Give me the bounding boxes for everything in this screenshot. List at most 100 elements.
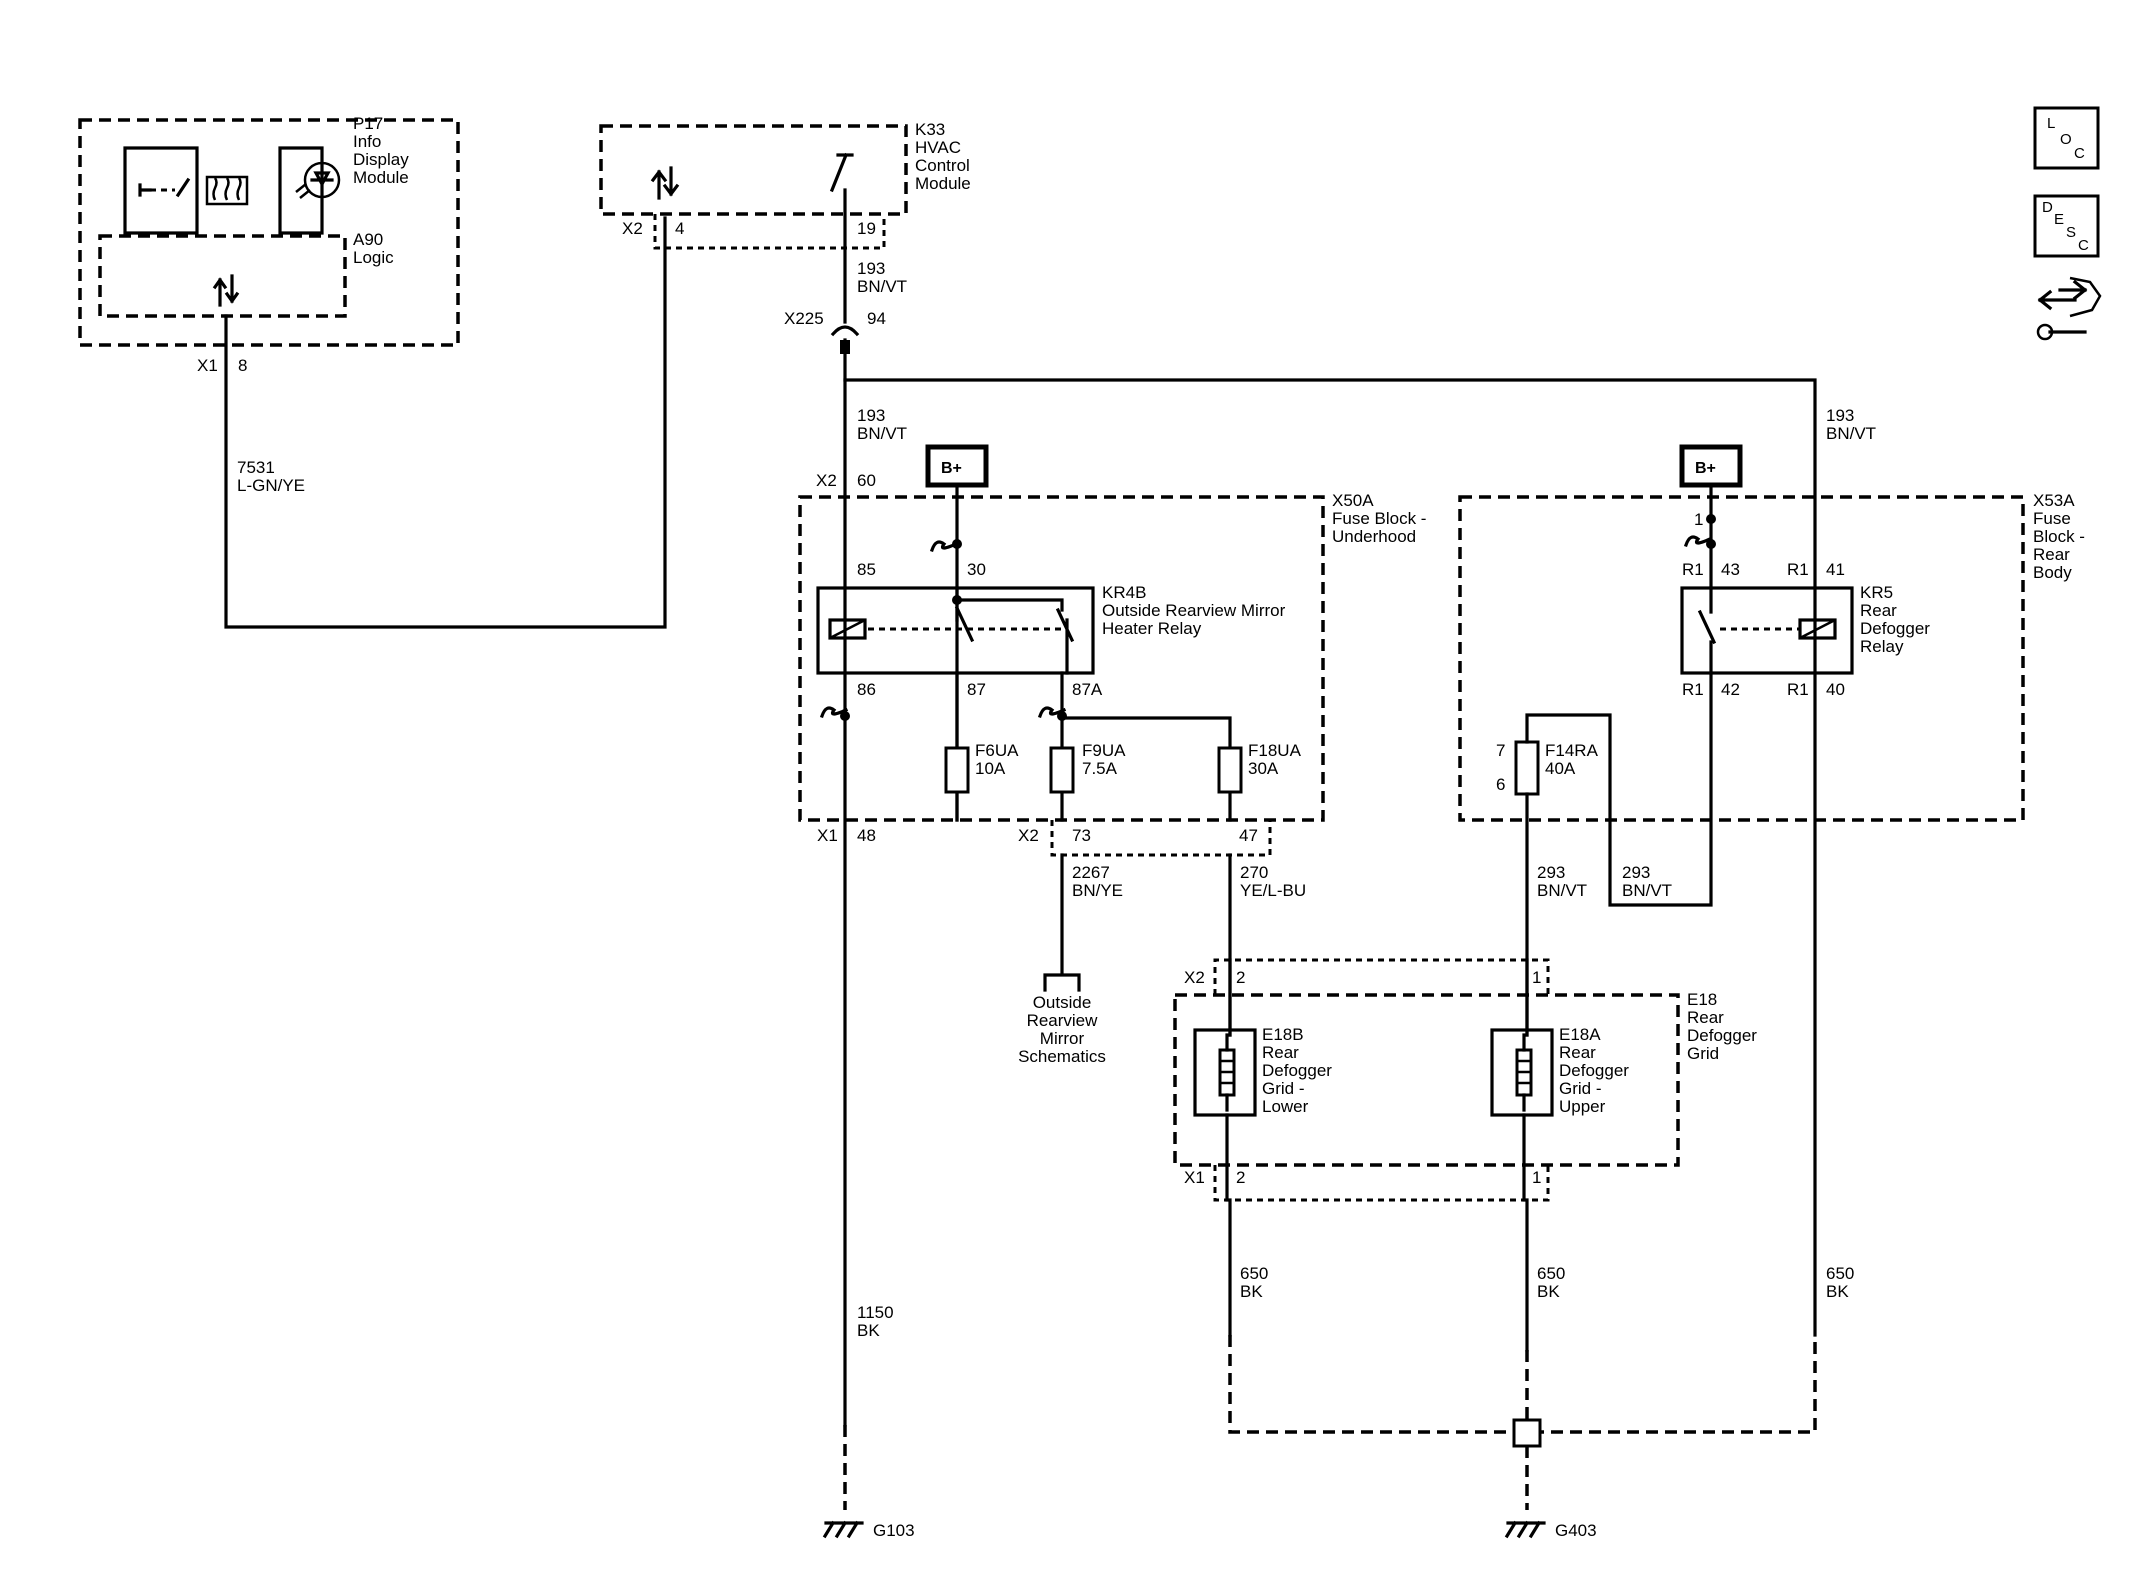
svg-text:Grid: Grid <box>1687 1044 1719 1063</box>
svg-text:2: 2 <box>1236 1168 1245 1187</box>
svg-text:Rear: Rear <box>1262 1043 1299 1062</box>
ground-g403-icon: G403 <box>1504 1446 1597 1540</box>
svg-text:Body: Body <box>2033 563 2072 582</box>
wire-293: 293 BN/VT 293 BN/VT <box>1525 671 1713 1037</box>
svg-text:4: 4 <box>675 219 684 238</box>
svg-text:2267: 2267 <box>1072 863 1110 882</box>
svg-text:Info: Info <box>353 132 381 151</box>
desc-icon[interactable]: D E S C <box>2033 194 2100 258</box>
svg-text:193: 193 <box>857 406 885 425</box>
svg-text:B+: B+ <box>1695 460 1716 477</box>
svg-text:X2: X2 <box>1184 968 1205 987</box>
svg-text:X2: X2 <box>816 471 837 490</box>
svg-text:X225: X225 <box>784 309 824 328</box>
x53a-fuse-block-rear-body: X53A Fuse Block - Rear Body B+ 1 KR5 Rea… <box>1458 444 2085 822</box>
svg-text:E18: E18 <box>1687 990 1717 1009</box>
svg-text:F9UA: F9UA <box>1082 741 1126 760</box>
svg-text:C: C <box>2074 145 2085 162</box>
svg-text:7.5A: 7.5A <box>1082 759 1118 778</box>
svg-text:S: S <box>2066 224 2076 241</box>
svg-text:Fuse Block -: Fuse Block - <box>1332 509 1426 528</box>
svg-text:Underhood: Underhood <box>1332 527 1416 546</box>
svg-text:Mirror: Mirror <box>1040 1029 1085 1048</box>
svg-text:Grid -: Grid - <box>1262 1079 1305 1098</box>
svg-text:C: C <box>2078 237 2089 254</box>
svg-text:BK: BK <box>1826 1282 1849 1301</box>
x50a-fuse-block-underhood: X50A Fuse Block - Underhood X2 60 X1 48 … <box>798 444 1426 857</box>
svg-text:Rear: Rear <box>1559 1043 1596 1062</box>
svg-text:F18UA: F18UA <box>1248 741 1302 760</box>
svg-text:40: 40 <box>1826 680 1845 699</box>
svg-text:87: 87 <box>967 680 986 699</box>
svg-text:X2: X2 <box>1018 826 1039 845</box>
svg-text:Defogger: Defogger <box>1559 1061 1629 1080</box>
svg-text:48: 48 <box>857 826 876 845</box>
svg-text:650: 650 <box>1240 1264 1268 1283</box>
svg-text:R1: R1 <box>1682 560 1704 579</box>
svg-text:E18A: E18A <box>1559 1025 1601 1044</box>
svg-text:E: E <box>2054 211 2064 228</box>
svg-text:85: 85 <box>857 560 876 579</box>
svg-text:Outside: Outside <box>1033 993 1092 1012</box>
k33-hvac-control-module: K33 HVAC Control Module X2 4 19 <box>599 120 971 250</box>
svg-text:73: 73 <box>1072 826 1091 845</box>
svg-text:293: 293 <box>1537 863 1565 882</box>
wire-1150: 1150 BK <box>843 1303 894 1510</box>
connector-wrench-icon[interactable] <box>2036 276 2102 341</box>
svg-text:Defogger: Defogger <box>1262 1061 1332 1080</box>
svg-text:KR5: KR5 <box>1860 583 1893 602</box>
svg-text:650: 650 <box>1826 1264 1854 1283</box>
svg-text:F6UA: F6UA <box>975 741 1019 760</box>
svg-text:Rear: Rear <box>2033 545 2070 564</box>
svg-text:293: 293 <box>1622 863 1650 882</box>
battery-positive-icon-left: B+ <box>925 444 989 488</box>
wire-7531: 7531 L-GN/YE <box>224 216 667 629</box>
svg-text:BN/VT: BN/VT <box>1826 424 1876 443</box>
svg-text:YE/L-BU: YE/L-BU <box>1240 881 1306 900</box>
svg-text:B+: B+ <box>941 460 962 477</box>
svg-text:G103: G103 <box>873 1521 915 1540</box>
svg-text:193: 193 <box>857 259 885 278</box>
svg-text:L: L <box>2047 115 2055 132</box>
wire-650: 650 BK 650 BK 650 BK <box>1228 1198 1854 1448</box>
svg-text:X50A: X50A <box>1332 491 1374 510</box>
wire-270: 270 YE/L-BU <box>1228 853 1306 1037</box>
svg-text:L-GN/YE: L-GN/YE <box>237 476 305 495</box>
svg-text:1: 1 <box>1532 1168 1541 1187</box>
svg-text:P17: P17 <box>353 114 383 133</box>
svg-text:BN/YE: BN/YE <box>1072 881 1123 900</box>
svg-text:30: 30 <box>967 560 986 579</box>
svg-text:Outside Rearview Mirror: Outside Rearview Mirror <box>1102 601 1286 620</box>
svg-text:41: 41 <box>1826 560 1845 579</box>
svg-text:R1: R1 <box>1787 560 1809 579</box>
ground-g103-icon: G103 <box>822 1520 915 1540</box>
svg-text:60: 60 <box>857 471 876 490</box>
svg-text:Upper: Upper <box>1559 1097 1606 1116</box>
svg-text:X53A: X53A <box>2033 491 2075 510</box>
e18-rear-defogger-grid: E18 Rear Defogger Grid X2 2 1 X1 2 1 E18… <box>1173 958 1757 1202</box>
svg-text:F14RA: F14RA <box>1545 741 1599 760</box>
svg-text:BK: BK <box>1240 1282 1263 1301</box>
loc-icon[interactable]: L O C <box>2033 106 2100 170</box>
svg-text:BK: BK <box>1537 1282 1560 1301</box>
svg-text:HVAC: HVAC <box>915 138 961 157</box>
svg-text:X2: X2 <box>622 219 643 238</box>
svg-text:Fuse: Fuse <box>2033 509 2071 528</box>
svg-text:Rearview: Rearview <box>1027 1011 1099 1030</box>
svg-text:86: 86 <box>857 680 876 699</box>
svg-text:43: 43 <box>1721 560 1740 579</box>
svg-text:7531: 7531 <box>237 458 275 477</box>
svg-text:BN/VT: BN/VT <box>1537 881 1587 900</box>
svg-text:87A: 87A <box>1072 680 1103 699</box>
svg-text:Block -: Block - <box>2033 527 2085 546</box>
svg-text:BK: BK <box>857 1321 880 1340</box>
svg-text:650: 650 <box>1537 1264 1565 1283</box>
svg-text:Schematics: Schematics <box>1018 1047 1106 1066</box>
svg-text:40A: 40A <box>1545 759 1576 778</box>
svg-text:Module: Module <box>915 174 971 193</box>
svg-text:O: O <box>2060 131 2072 148</box>
svg-text:1: 1 <box>1532 968 1541 987</box>
svg-text:BN/VT: BN/VT <box>1622 881 1672 900</box>
svg-text:193: 193 <box>1826 406 1854 425</box>
